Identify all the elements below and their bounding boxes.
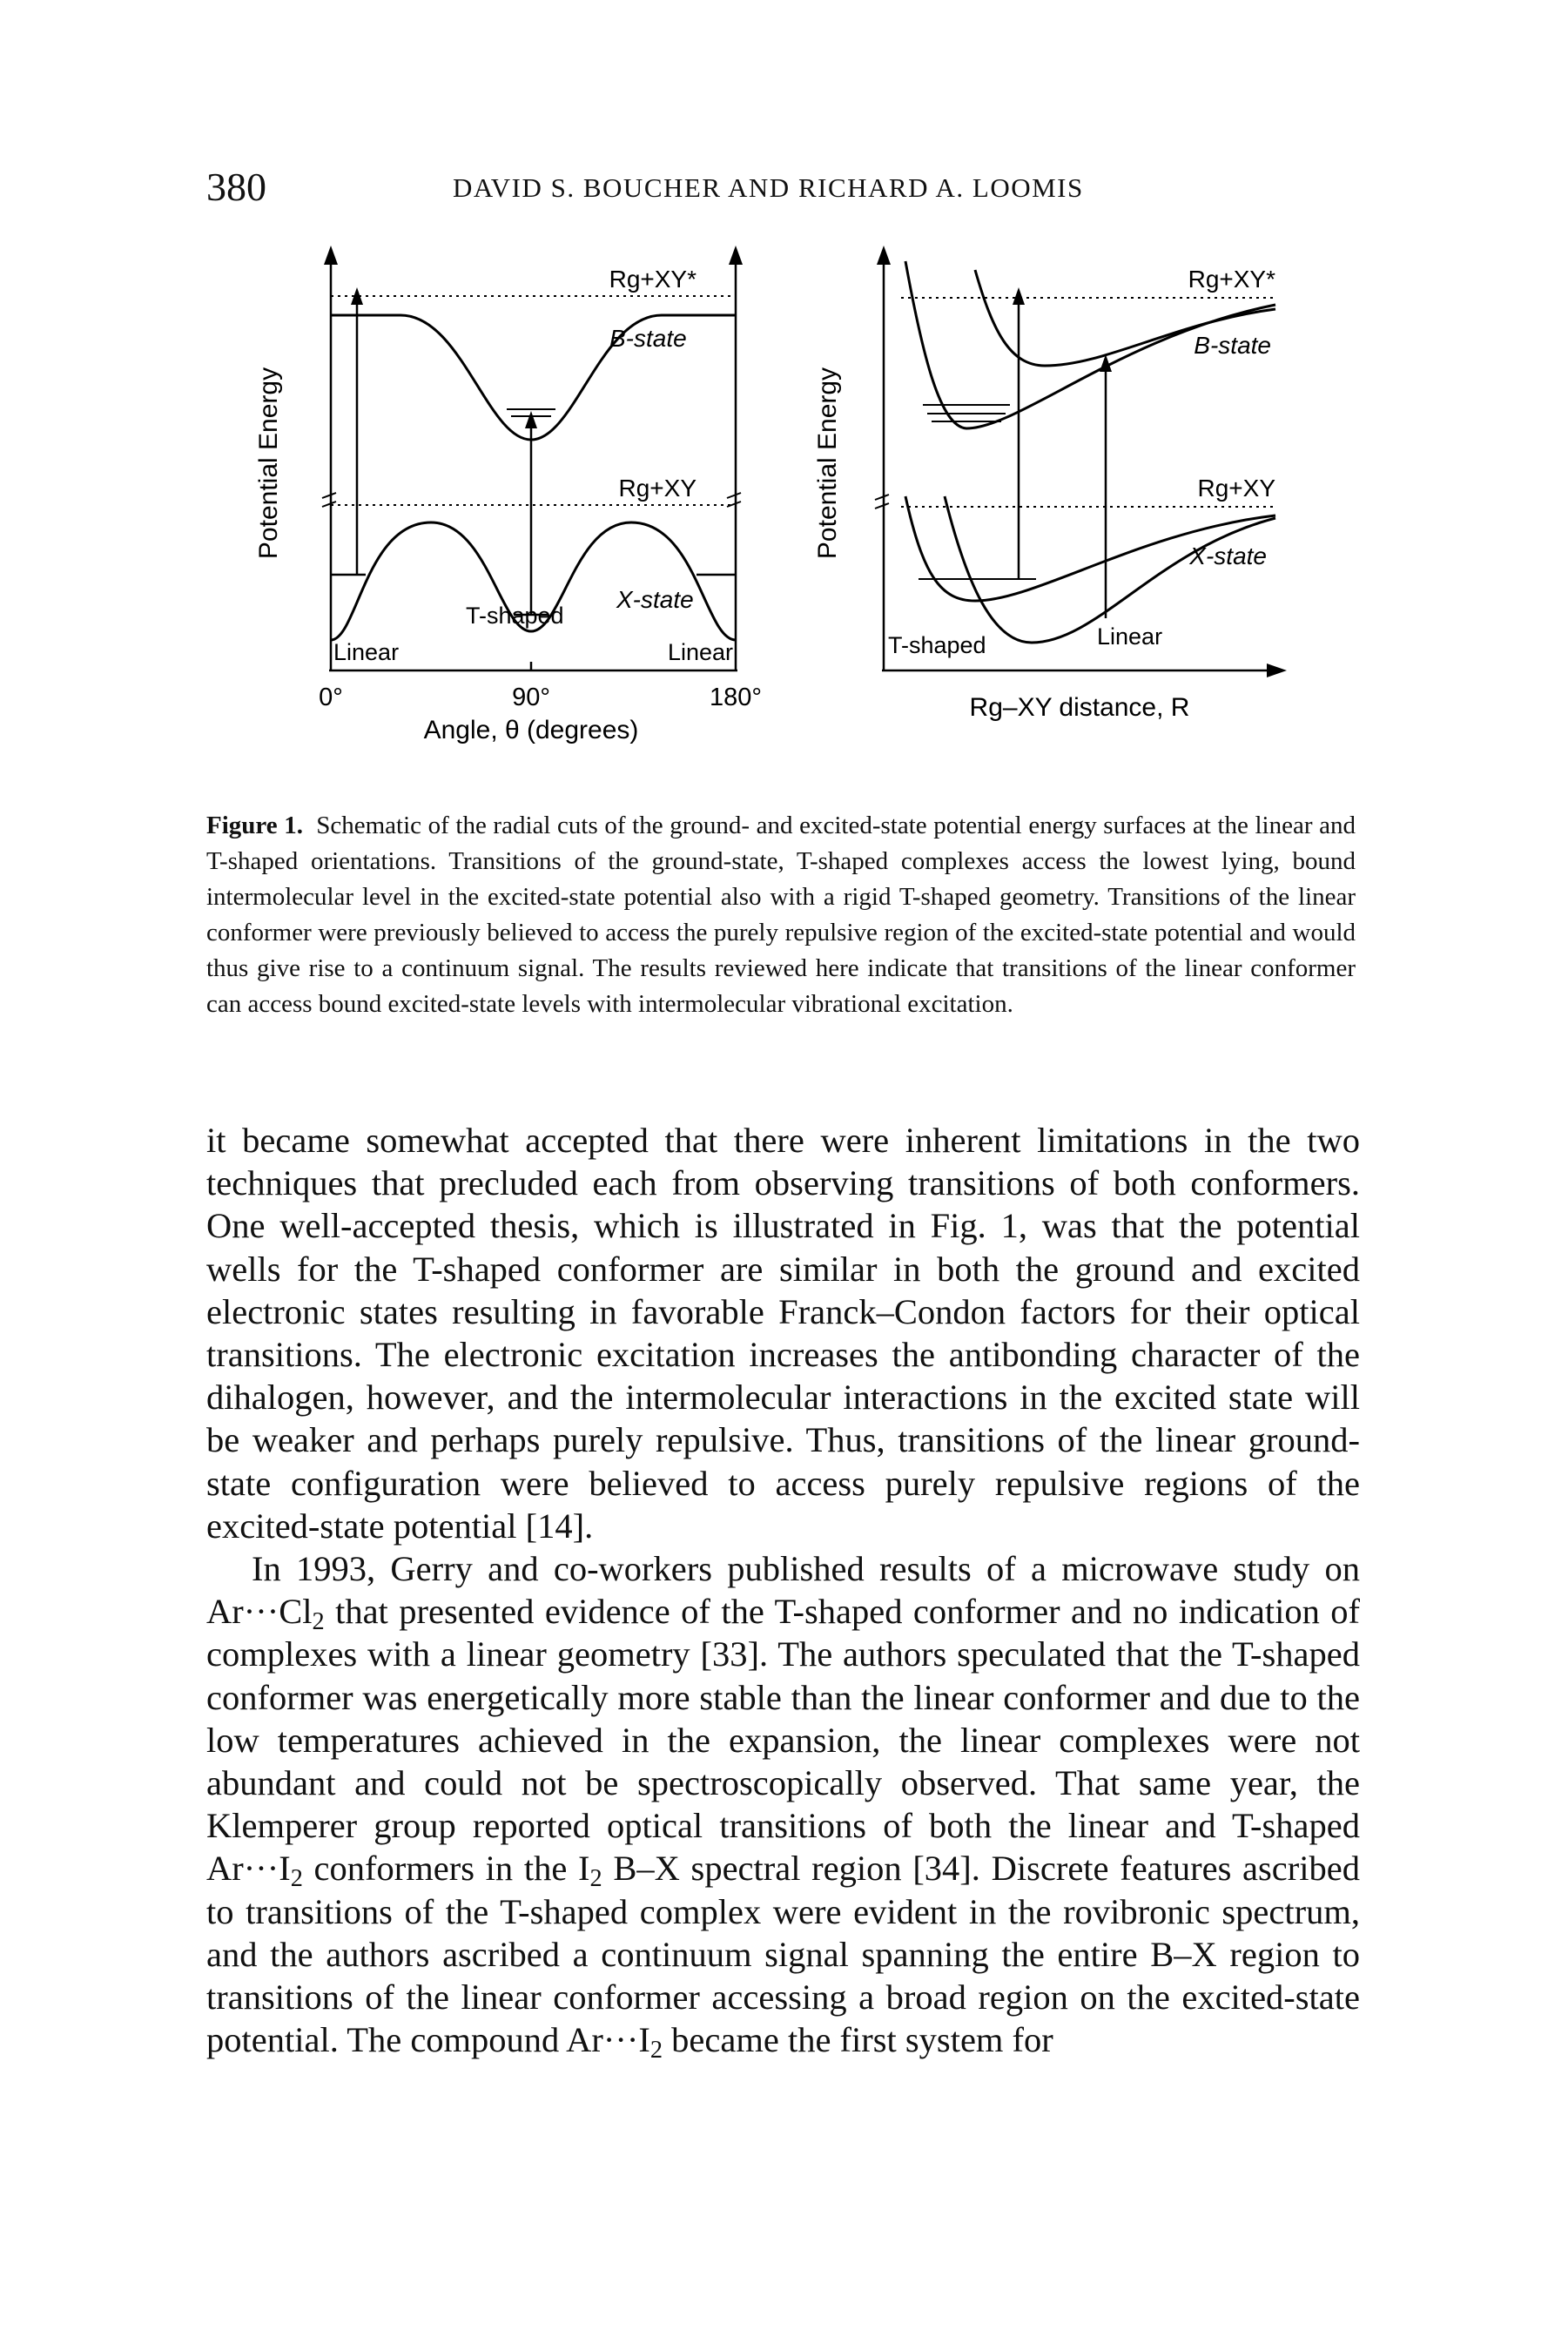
- axis-break-icon: [321, 492, 337, 508]
- x-state-curve-linear: [943, 495, 1276, 644]
- left-panel: Potential Energy Rg+XY* B-state Rg+XY X-…: [254, 246, 762, 744]
- up-arrow-icon: [324, 246, 338, 265]
- body-text: it became somewhat accepted that there w…: [206, 1119, 1360, 2065]
- x-axis-label: Rg–XY distance, R: [970, 693, 1190, 722]
- x-state-label: X-state: [1188, 542, 1267, 569]
- y-axis-label: Potential Energy: [254, 367, 283, 559]
- x-axis-label: Angle, θ (degrees): [424, 716, 639, 744]
- linear-label-right: Linear: [668, 639, 733, 665]
- b-state-label: B-state: [609, 325, 687, 352]
- right-panel: Potential Energy Rg+XY* B-state Rg+XY X-…: [813, 246, 1287, 722]
- lower-asymptote-label: Rg+XY: [1198, 475, 1276, 502]
- x-tick-label: 180°: [710, 684, 762, 711]
- up-arrow-icon: [1100, 354, 1112, 372]
- x-state-label: X-state: [616, 586, 694, 613]
- tshaped-label: T-shaped: [466, 603, 564, 629]
- axis-break-icon: [874, 494, 890, 509]
- x-tick-label: 90°: [512, 684, 550, 711]
- up-arrow-icon: [525, 411, 537, 428]
- b-state-curve-linear: [973, 269, 1276, 367]
- right-arrow-icon: [1267, 664, 1287, 677]
- x-tick-label: 0°: [319, 684, 343, 711]
- running-head: DAVID S. BOUCHER AND RICHARD A. LOOMIS: [453, 172, 1084, 203]
- lower-asymptote-label: Rg+XY: [619, 475, 697, 502]
- x-state-curve-tshaped: [904, 495, 1276, 603]
- b-state-label: B-state: [1194, 332, 1271, 359]
- figure-1: Potential Energy Rg+XY* B-state Rg+XY X-…: [254, 246, 1287, 744]
- caption-text: Schematic of the radial cuts of the grou…: [206, 812, 1356, 1018]
- paragraph: In 1993, Gerry and co-workers published …: [206, 1549, 1360, 2065]
- figure-caption: Figure 1. Schematic of the radial cuts o…: [206, 808, 1356, 1022]
- y-axis-label: Potential Energy: [813, 367, 842, 559]
- upper-asymptote-label: Rg+XY*: [1188, 266, 1275, 293]
- linear-label: Linear: [1097, 623, 1162, 650]
- linear-label-left: Linear: [333, 639, 399, 665]
- paragraph: it became somewhat accepted that there w…: [206, 1121, 1360, 1546]
- axis-break-icon: [726, 492, 742, 508]
- up-arrow-icon: [729, 246, 743, 265]
- tshaped-label: T-shaped: [888, 632, 986, 658]
- x-state-curve: [330, 521, 737, 642]
- up-arrow-icon: [351, 287, 363, 305]
- page-number: 380: [206, 165, 266, 209]
- b-state-curve-tshaped: [904, 260, 1276, 430]
- up-arrow-icon: [877, 246, 891, 265]
- upper-asymptote-label: Rg+XY*: [609, 266, 697, 293]
- up-arrow-icon: [1013, 287, 1025, 305]
- caption-label: Figure 1.: [206, 812, 303, 839]
